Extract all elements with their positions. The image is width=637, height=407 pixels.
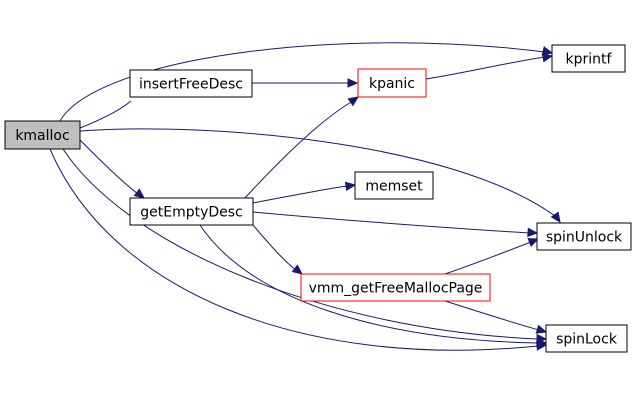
edge-getEmptyDesc-to-kpanic: [244, 100, 354, 199]
arrowhead-getEmptyDesc-to-vmm_getFreeMallocPage: [291, 264, 303, 275]
node-label-kprintf: kprintf: [566, 52, 613, 68]
arrowhead-kmalloc-to-getEmptyDesc: [133, 188, 145, 199]
node-label-spinLock: spinLock: [556, 332, 618, 348]
node-box-kmalloc[interactable]: [4, 120, 81, 150]
arrowhead-vmm_getFreeMallocPage-to-spinUnlock: [527, 238, 540, 247]
node-label-insertFreeDesc: insertFreeDesc: [139, 77, 243, 93]
edge-getEmptyDesc-to-vmm_getFreeMallocPage: [252, 224, 297, 271]
arrowhead-getEmptyDesc-to-spinUnlock: [527, 227, 539, 238]
node-getEmptyDesc[interactable]: getEmptyDesc: [129, 197, 254, 226]
node-vmm_getFreeMallocPage[interactable]: vmm_getFreeMallocPage: [300, 273, 491, 302]
edge-kmalloc-to-spinUnlock: [79, 128, 556, 217]
arrowhead-getEmptyDesc-to-memset: [344, 181, 357, 192]
arrowhead-kpanic-to-kprintf: [541, 52, 554, 63]
node-label-kpanic: kpanic: [369, 76, 415, 92]
node-box-spinLock[interactable]: [545, 324, 628, 353]
node-spinUnlock[interactable]: spinUnlock: [536, 222, 632, 251]
node-box-kprintf[interactable]: [551, 44, 626, 73]
edge-vmm_getFreeMallocPage-to-spinLock: [444, 300, 540, 331]
arrowhead-kmalloc-to-spinUnlock: [550, 211, 561, 224]
nodes-layer: kmalloc insertFreeDesc kpanic kprintf getEmp…: [4, 44, 632, 353]
edge-kmalloc-to-getEmptyDesc: [79, 139, 139, 195]
arrowhead-vmm_getFreeMallocPage-to-spinLock: [535, 324, 548, 334]
node-label-memset: memset: [365, 179, 423, 195]
edges-layer: [49, 42, 561, 351]
edge-kpanic-to-kprintf: [425, 56, 546, 80]
edge-kmalloc-to-spinLock: [49, 148, 539, 351]
edge-getEmptyDesc-to-memset: [252, 185, 348, 204]
node-box-kpanic[interactable]: [357, 68, 427, 98]
edge-kmalloc-to-insertFreeDesc: [79, 100, 132, 129]
node-box-memset[interactable]: [354, 171, 434, 200]
edge-getEmptyDesc-to-spinUnlock: [252, 211, 530, 234]
arrowhead-getEmptyDesc-to-kpanic: [347, 96, 360, 107]
node-box-vmm_getFreeMallocPage[interactable]: [300, 273, 491, 302]
node-spinLock[interactable]: spinLock: [545, 324, 628, 353]
node-kmalloc[interactable]: kmalloc: [4, 120, 81, 150]
arrowhead-getEmptyDesc-to-spinLock: [536, 338, 548, 348]
edge-kmalloc-to-kprintf: [59, 42, 546, 122]
node-kpanic[interactable]: kpanic: [357, 68, 427, 98]
node-box-spinUnlock[interactable]: [536, 222, 632, 251]
node-box-insertFreeDesc[interactable]: [129, 69, 253, 98]
node-label-getEmptyDesc: getEmptyDesc: [140, 205, 243, 221]
node-label-spinUnlock: spinUnlock: [546, 230, 623, 246]
arrowhead-kmalloc-to-kprintf: [541, 46, 554, 56]
node-insertFreeDesc[interactable]: insertFreeDesc: [129, 69, 253, 98]
edge-vmm_getFreeMallocPage-to-spinUnlock: [444, 241, 532, 275]
node-memset[interactable]: memset: [354, 171, 434, 200]
edge-kmalloc-to-spinLock: [62, 148, 539, 340]
edge-getEmptyDesc-to-spinLock: [199, 224, 539, 344]
arrowhead-insertFreeDesc-to-kpanic: [347, 78, 359, 88]
node-label-kmalloc: kmalloc: [15, 128, 69, 144]
node-label-vmm_getFreeMallocPage: vmm_getFreeMallocPage: [309, 281, 483, 297]
node-kprintf[interactable]: kprintf: [551, 44, 626, 73]
node-box-getEmptyDesc[interactable]: [129, 197, 254, 226]
